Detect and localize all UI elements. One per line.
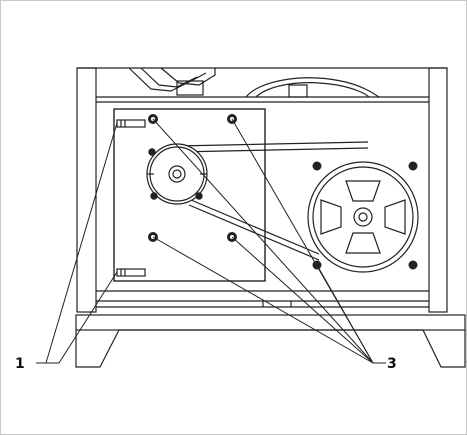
mounting-plate	[113, 108, 266, 282]
base-stand	[75, 314, 466, 368]
bolt	[312, 161, 322, 171]
threaded-rod-upper	[116, 119, 146, 128]
threaded-rod-lower	[116, 268, 146, 277]
fan-pulley	[307, 161, 419, 273]
bolt	[408, 161, 418, 171]
callout-label-1: 1	[15, 356, 25, 372]
cabinet-frame	[76, 67, 448, 313]
leader-lines-1	[36, 122, 118, 364]
bolt	[148, 148, 156, 156]
bolt	[150, 192, 158, 200]
motor-pulley	[146, 143, 208, 205]
callout-label-3: 3	[387, 356, 397, 372]
leader-lines-3	[152, 118, 386, 364]
bolt	[195, 192, 203, 200]
drive-belt	[175, 141, 369, 261]
bolt	[408, 260, 418, 270]
upper-assembly	[128, 67, 380, 98]
